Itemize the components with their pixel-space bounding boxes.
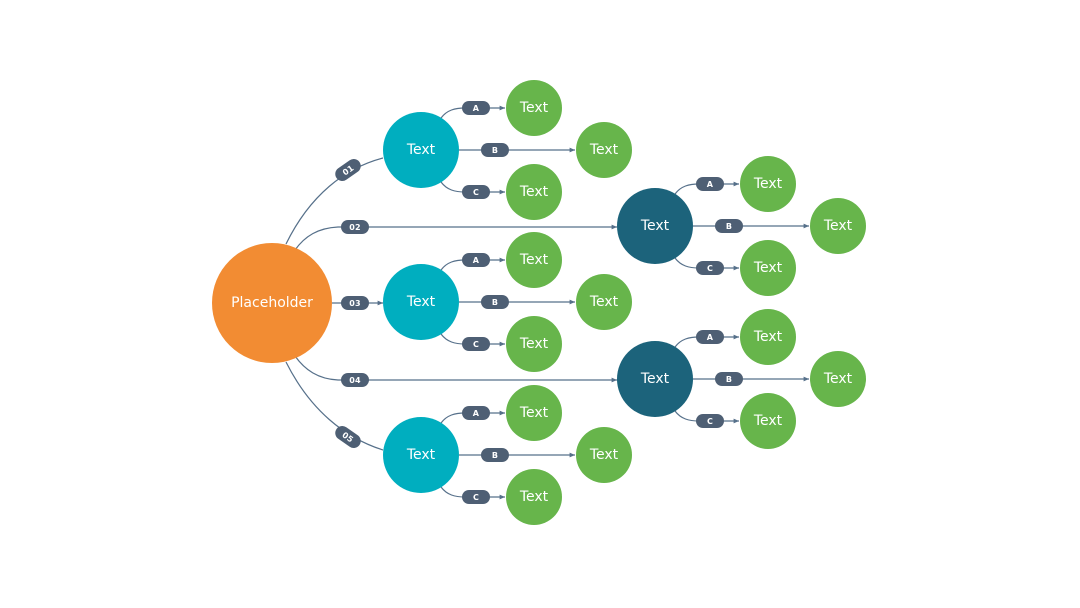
leaf-node-1-b[interactable]: Text [576,122,632,178]
leaf-node-4-c-label: Text [753,413,783,429]
leaf-connector-label-2-a: A [696,177,724,191]
leaf-node-5-a[interactable]: Text [506,385,562,441]
leaf-connector-label-4-a: A [696,330,724,344]
leaf-node-5-b-label: Text [589,447,619,463]
leaf-node-3-a-label: Text [519,252,549,268]
leaf-node-2-a-label: Text [753,176,783,192]
leaf-node-1-a[interactable]: Text [506,80,562,136]
leaf-node-1-c-label: Text [519,184,549,200]
branch-node-1-label: Text [406,142,436,158]
leaf-connector-label-1-a: A [462,101,490,115]
branch-node-5[interactable]: Text [383,417,459,493]
leaf-node-5-c-label: Text [519,489,549,505]
leaf-node-3-b[interactable]: Text [576,274,632,330]
leaf-node-5-a-label: Text [519,405,549,421]
branch-node-4-label: Text [640,371,670,387]
leaf-connector-label-1-b: B [481,143,509,157]
branch-node-5-label: Text [406,447,436,463]
branch-node-2[interactable]: Text [617,188,693,264]
leaf-connector-label-2-b: B [715,219,743,233]
edge-root-to-branch-5 [285,361,384,451]
leaf-connector-label-5-c: C [462,490,490,504]
leaf-node-1-b-label: Text [589,142,619,158]
leaf-node-2-a[interactable]: Text [740,156,796,212]
leaf-connector-label-1-c: C [462,185,490,199]
branch-node-3[interactable]: Text [383,264,459,340]
leaf-node-4-c[interactable]: Text [740,393,796,449]
leaf-node-3-c-label: Text [519,336,549,352]
leaf-node-1-a-label: Text [519,100,549,116]
leaf-connector-label-5-a: A [462,406,490,420]
edge-root-to-branch-1 [285,157,384,245]
leaf-node-2-b[interactable]: Text [810,198,866,254]
leaf-connector-label-3-c: C [462,337,490,351]
leaf-connector-label-3-b: B [481,295,509,309]
leaf-connector-label-2-c: C [696,261,724,275]
branch-node-4[interactable]: Text [617,341,693,417]
branch-node-2-label: Text [640,218,670,234]
leaf-node-2-b-label: Text [823,218,853,234]
leaf-node-1-c[interactable]: Text [506,164,562,220]
leaf-node-3-a[interactable]: Text [506,232,562,288]
leaf-node-5-c[interactable]: Text [506,469,562,525]
branch-node-3-label: Text [406,294,436,310]
branch-connector-label-3: 03 [341,296,369,310]
root-node-label: Placeholder [231,295,313,311]
leaf-node-4-a-label: Text [753,329,783,345]
leaf-node-3-b-label: Text [589,294,619,310]
branch-node-1[interactable]: Text [383,112,459,188]
leaf-node-5-b[interactable]: Text [576,427,632,483]
edge-root-to-branch-4 [294,355,617,383]
edge-root-to-branch-2 [294,224,617,251]
leaf-node-2-c-label: Text [753,260,783,276]
branch-connector-label-4: 04 [341,373,369,387]
leaf-node-2-c[interactable]: Text [740,240,796,296]
root-node[interactable]: Placeholder [212,243,332,363]
leaf-node-4-b[interactable]: Text [810,351,866,407]
leaf-node-4-a[interactable]: Text [740,309,796,365]
branch-connector-label-2: 02 [341,220,369,234]
leaf-connector-label-3-a: A [462,253,490,267]
leaf-connector-label-4-c: C [696,414,724,428]
leaf-node-4-b-label: Text [823,371,853,387]
leaf-node-3-c[interactable]: Text [506,316,562,372]
leaf-connector-label-5-b: B [481,448,509,462]
leaf-connector-label-4-b: B [715,372,743,386]
